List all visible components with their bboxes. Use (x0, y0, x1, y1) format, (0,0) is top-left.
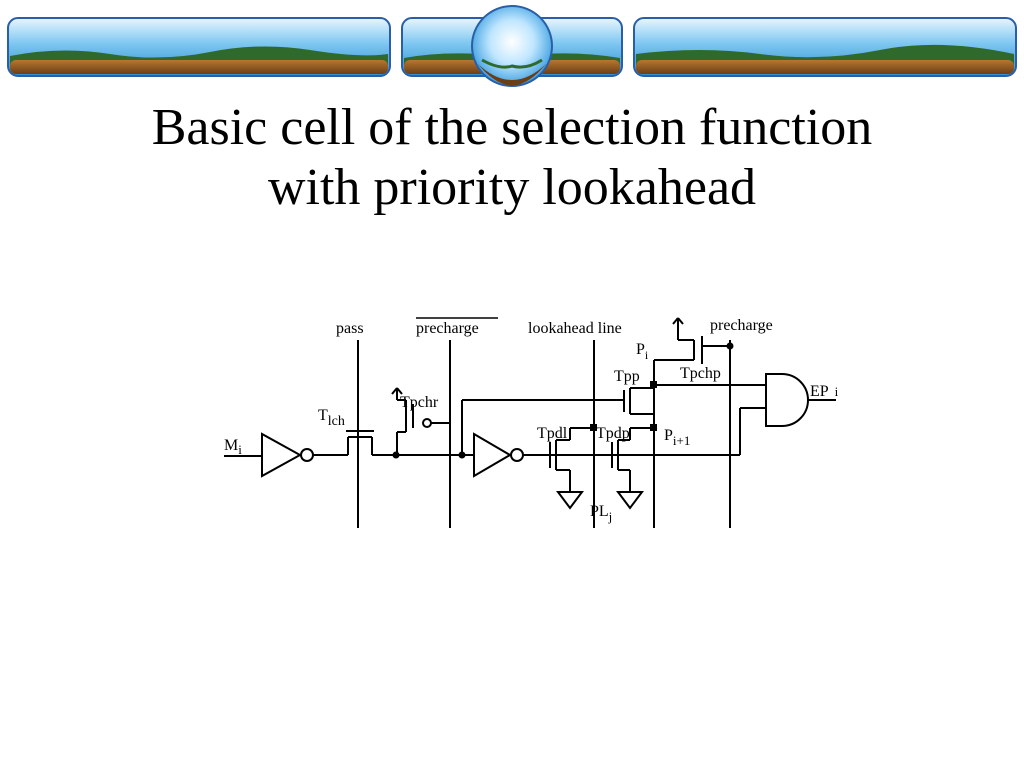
label-precharge-bar: precharge (416, 320, 479, 337)
banner-panel-left (7, 17, 391, 77)
label-pass: pass (336, 320, 364, 337)
label-tpp: Tpp (614, 368, 640, 385)
banner-panel-center (401, 5, 623, 87)
label-tpchr: Tpchr (400, 394, 439, 411)
label-p-i: Pi (636, 341, 649, 362)
header-banner (7, 5, 1017, 87)
transistor-tpchp (654, 317, 730, 364)
label-precharge: precharge (710, 317, 773, 334)
label-tlch: Tlch (318, 407, 345, 429)
label-m-i: Mi (224, 437, 242, 457)
label-tpdp: Tpdp (596, 425, 630, 442)
transistor-tlch (346, 430, 374, 455)
circuit-diagram: pass precharge lookahead line precharge … (224, 317, 839, 528)
slide-title-line-2: with priority lookahead (267, 159, 757, 216)
transistor-tpp (623, 387, 654, 415)
ground-icon (556, 491, 584, 510)
label-pl-j: PLj (590, 503, 612, 524)
slide-title: Basic cell of the selection function wit… (0, 98, 1024, 218)
transistor-tpdp (611, 427, 654, 492)
banner-panel-right (633, 17, 1017, 77)
label-p-i1: Pi+1 (664, 427, 690, 448)
inverter-1 (261, 432, 314, 478)
label-lookahead-line: lookahead line (528, 320, 622, 337)
ground-icon (616, 491, 644, 510)
globe-icon (471, 5, 553, 87)
inverter-2 (473, 432, 524, 478)
slide-number: 13 (918, 706, 934, 723)
label-tpchp: Tpchp (680, 365, 721, 382)
transistor-tpchr (391, 387, 450, 455)
and-gate (765, 373, 809, 427)
slide-title-line-1: Basic cell of the selection function (151, 99, 873, 156)
label-tpdl: Tpdl (537, 425, 568, 442)
